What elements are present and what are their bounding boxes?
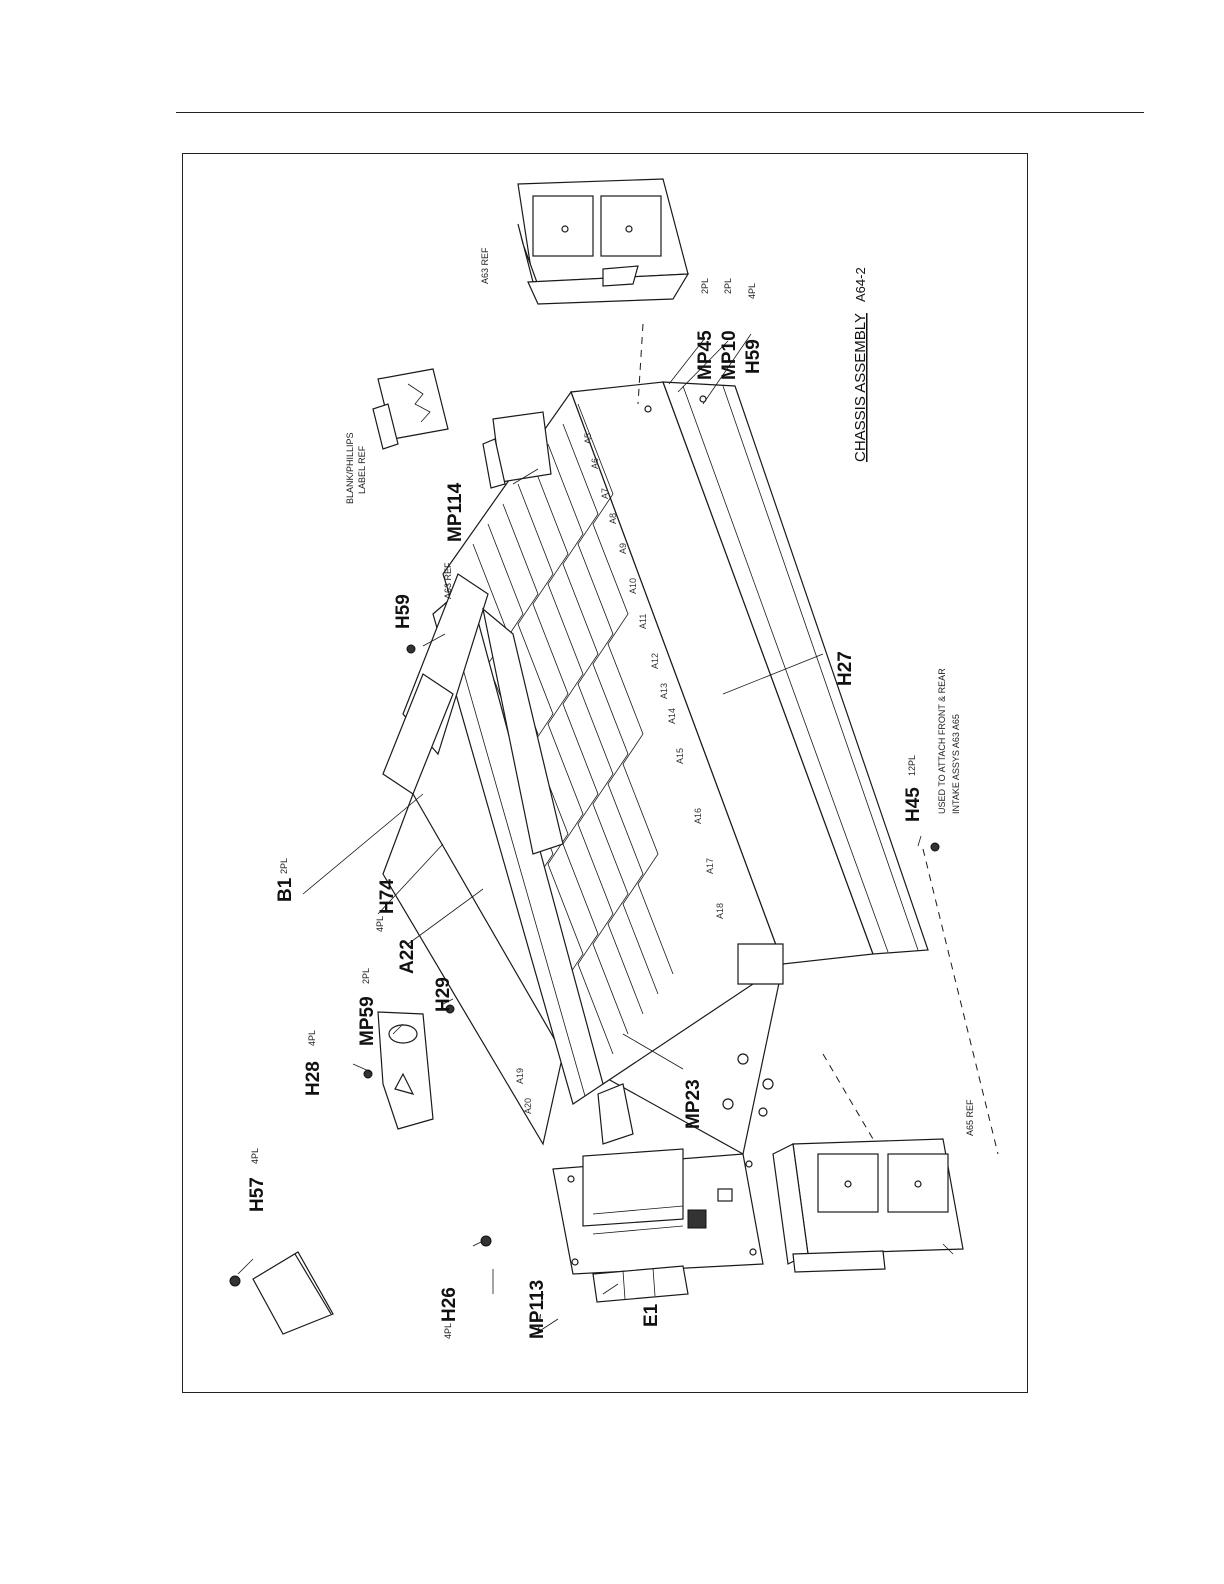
h57-cover-piece	[230, 1252, 333, 1334]
mp59-handle-bracket	[378, 1012, 433, 1129]
callout-h59-right: H59	[743, 339, 764, 374]
note-a65-ref: A65 REF	[965, 1099, 975, 1136]
slot-label: A20	[523, 1098, 533, 1114]
rear-post	[738, 944, 783, 984]
chassis-exploded-diagram: A5 A6 A7 A8 A9 A10 A11 A12 A13 A14 A15 A…	[183, 154, 1029, 1394]
callout-h45: H45	[903, 787, 924, 822]
callout-h57: H57	[247, 1177, 268, 1212]
note-h45-1: USED TO ATTACH FRONT & REAR	[937, 668, 947, 814]
slot-label: A10	[628, 578, 638, 594]
slot-label: A18	[715, 903, 725, 919]
slot-label: A12	[650, 653, 660, 669]
slot-label: A14	[667, 708, 677, 724]
callout-mp23: MP23	[683, 1079, 704, 1129]
callout-h26-qty: 4PL	[443, 1323, 453, 1339]
callout-h59: H59	[393, 594, 414, 629]
slot-label: A6	[590, 458, 600, 469]
callout-mp113: MP113	[527, 1280, 548, 1339]
callout-e1: E1	[641, 1303, 662, 1327]
callout-b1-qty: 2PL	[279, 858, 289, 874]
note-a63-ref-top: A63 REF	[443, 562, 453, 599]
callout-h59-right-qty: 4PL	[747, 283, 757, 299]
slot-label: A19	[515, 1068, 525, 1084]
callout-h45-qty: 12PL	[907, 755, 917, 776]
callout-b1: B1	[275, 877, 296, 902]
callout-h74: H74	[377, 879, 398, 914]
a65-front-intake	[773, 1139, 963, 1272]
a63-rear-intake	[518, 179, 688, 304]
note-blank-label-1: BLANK/PHILLIPS	[345, 432, 355, 504]
callout-h26: H26	[439, 1287, 460, 1322]
header-rule	[176, 112, 1144, 113]
callout-mp10-qty: 2PL	[723, 278, 733, 294]
figure-title: CHASSIS ASSEMBLY A64-2	[852, 267, 869, 462]
figure-title-text: CHASSIS ASSEMBLY	[852, 313, 869, 462]
callout-a22: A22	[397, 939, 418, 974]
callout-mp45: MP45	[695, 330, 716, 380]
callout-h28: H28	[303, 1061, 324, 1096]
note-blank-label-2: LABEL REF	[357, 445, 367, 494]
slot-label: A11	[638, 614, 648, 629]
callout-h74-qty: 4PL	[375, 916, 385, 932]
power-connector	[688, 1210, 706, 1228]
a63-grille-right	[601, 196, 661, 256]
slot-label: A15	[675, 748, 685, 764]
figure-frame: A5 A6 A7 A8 A9 A10 A11 A12 A13 A14 A15 A…	[182, 153, 1028, 1393]
slot-label: A9	[618, 543, 628, 554]
figure-number: A64-2	[853, 267, 868, 302]
a63-grille-left	[533, 196, 593, 256]
front-panel-window	[583, 1149, 683, 1226]
slot-label: A16	[693, 808, 703, 824]
slot-label: A5	[583, 433, 593, 444]
callout-mp45-qty: 2PL	[700, 278, 710, 294]
callout-h57-qty: 4PL	[250, 1148, 260, 1164]
slot-label: A13	[659, 683, 669, 699]
note-a63-ref: A63 REF	[480, 247, 490, 284]
callout-mp59-qty: 2PL	[361, 968, 371, 984]
slot-label: A7	[600, 488, 610, 499]
blank-phillips-label-part	[373, 369, 448, 449]
panel-switch	[718, 1189, 732, 1201]
callout-h28-qty: 4PL	[307, 1030, 317, 1046]
front-post	[598, 1084, 633, 1144]
slot-label: A17	[705, 858, 715, 874]
callout-h27: H27	[835, 651, 856, 686]
note-h45-2: INTAKE ASSYS A63 A65	[951, 714, 961, 814]
callout-h29: H29	[433, 977, 454, 1012]
callout-mp114: MP114	[445, 482, 466, 542]
slot-label: A8	[608, 513, 618, 524]
callout-mp59: MP59	[357, 996, 378, 1046]
callout-mp10: MP10	[719, 330, 740, 380]
